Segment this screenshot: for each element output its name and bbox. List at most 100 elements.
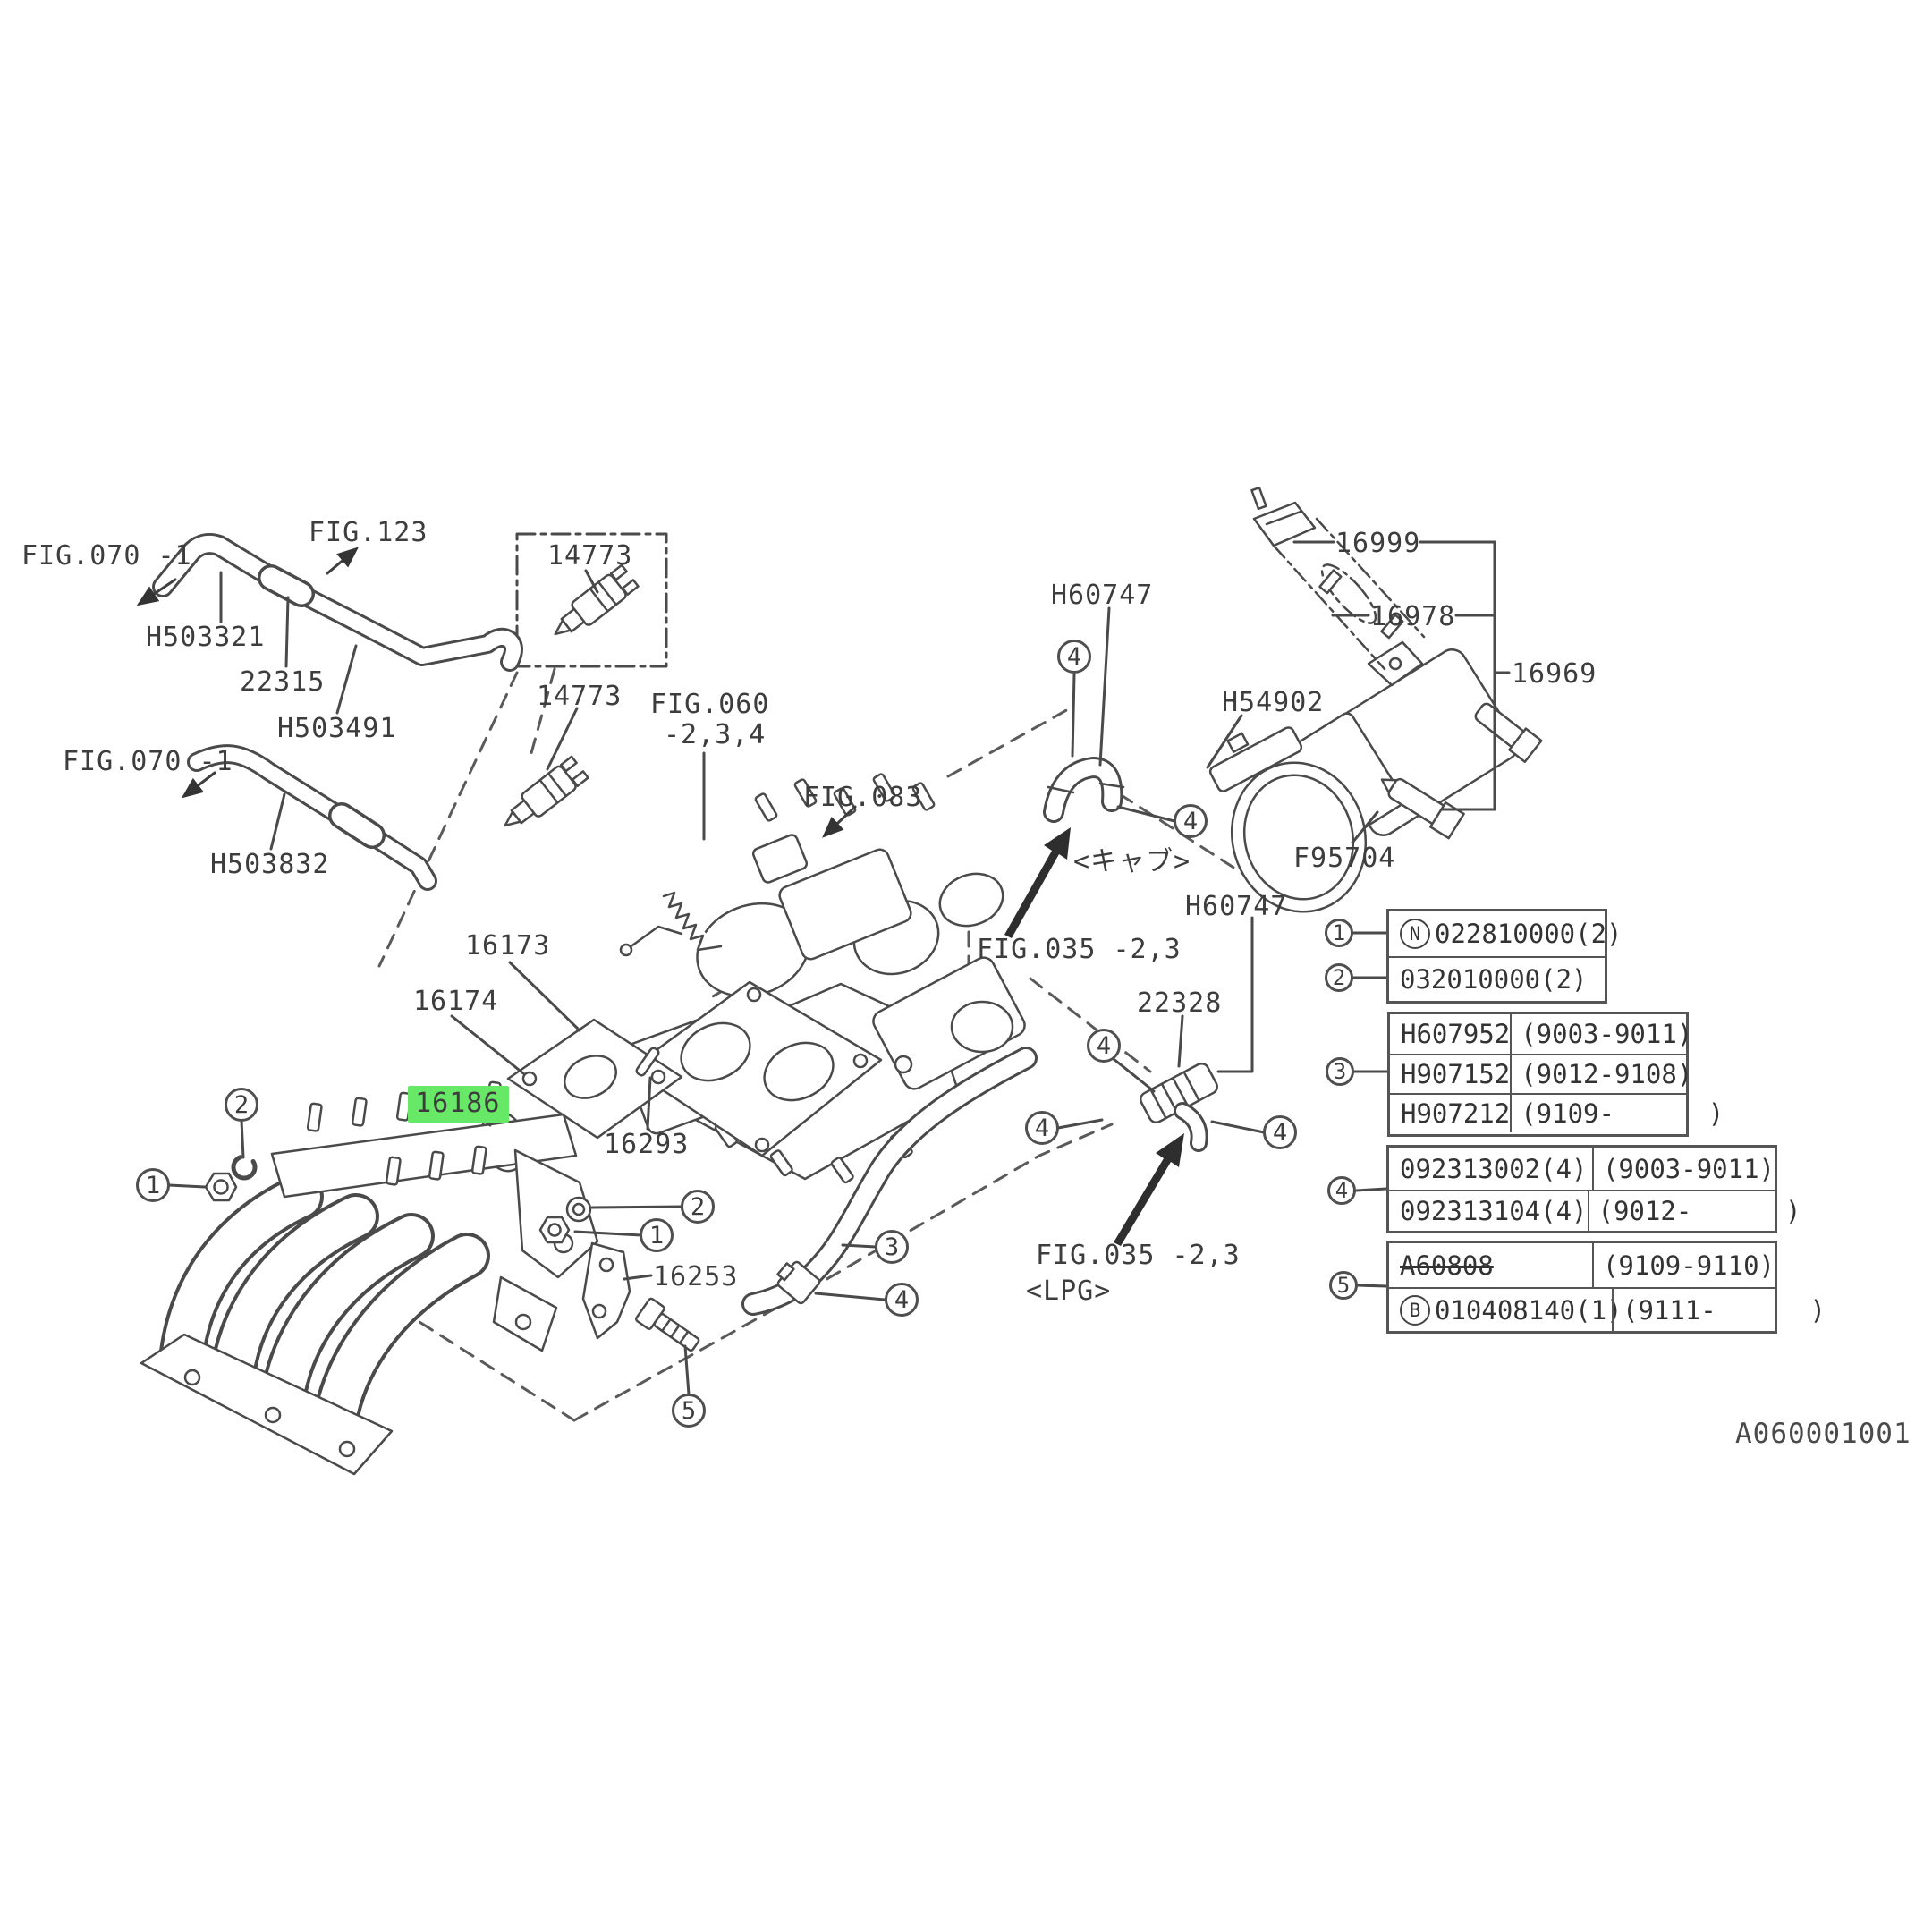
table-row: H607952 (9003-9011)	[1390, 1014, 1692, 1054]
hose-clamp-4	[776, 1260, 821, 1305]
table-row: N 022810000(2)	[1389, 911, 1623, 956]
connector-22328	[1140, 1062, 1218, 1152]
date-range: (9109- )	[1510, 1095, 1724, 1132]
fig083-label: FIG.083	[803, 782, 923, 813]
part-h503491-label: H503491	[277, 713, 397, 744]
washer-left	[231, 1154, 258, 1181]
carb-note-label: <キャブ>	[1073, 846, 1191, 877]
part-16173-label: 16173	[465, 930, 551, 962]
nut-left	[204, 1172, 238, 1202]
pipe-h503491	[258, 564, 523, 672]
parts-table-4: 092313002(4) (9003-9011) 092313104(4) (9…	[1386, 1145, 1801, 1233]
table-callout-2: 2	[1325, 963, 1353, 992]
date-range: (9012-9108)	[1510, 1055, 1692, 1093]
pin-16293	[635, 1046, 660, 1077]
bracket-16253	[581, 1241, 631, 1340]
table-row: 032010000(2)	[1389, 956, 1605, 1001]
date-range: (9109-9110)	[1591, 1243, 1775, 1287]
washer-mid	[565, 1196, 592, 1223]
part-16293-label: 16293	[604, 1129, 690, 1160]
date-range: (9012- )	[1587, 1191, 1801, 1231]
callout-2-washer-left: 2	[225, 1088, 258, 1122]
table-callout-3: 3	[1326, 1057, 1354, 1086]
table-row: 092313104(4) (9012- )	[1389, 1190, 1801, 1231]
bolt-5	[635, 1297, 700, 1352]
fig123-label: FIG.123	[309, 517, 428, 548]
table-row: H907152 (9012-9108)	[1390, 1054, 1692, 1093]
parts-table-1-2: N 022810000(2) 032010000(2)	[1386, 909, 1623, 1004]
part-h60747-label-lpg: H60747	[1185, 891, 1288, 922]
part-16186-label-highlighted[interactable]: 16186	[374, 1061, 510, 1123]
gasket-16173	[629, 980, 883, 1157]
figure-reference-arrows	[136, 547, 857, 838]
part-h503321-label: H503321	[146, 622, 266, 653]
callout-5-bolt: 5	[672, 1394, 706, 1428]
fig070-1-label-bottom: FIG.070 -1	[63, 746, 233, 777]
part-16174-label: 16174	[413, 986, 499, 1017]
fig070-1-label-top: FIG.070 -1	[21, 540, 192, 572]
hose-3	[741, 1046, 1038, 1316]
fig035-label-lpg: FIG.035 -2,3	[1036, 1240, 1241, 1271]
part-number: H907152	[1401, 1059, 1511, 1089]
part-number: 092313002(4)	[1400, 1153, 1588, 1184]
part-22315-label: 22315	[240, 666, 326, 698]
callout-4-elbow-right: 4	[1174, 804, 1208, 838]
table-row: A60808 (9109-9110)	[1389, 1243, 1775, 1287]
injector-14773-boxed	[554, 564, 640, 636]
part-f95704-label: F95704	[1293, 843, 1396, 874]
callout-4-connector-left: 4	[1087, 1029, 1121, 1063]
part-16253-label: 16253	[653, 1261, 739, 1292]
callout-4-hose-clamp: 4	[885, 1283, 919, 1317]
part-number: 010408140(1)	[1435, 1294, 1623, 1326]
leader-lines	[167, 540, 1511, 1396]
lpg-note-label: <LPG>	[1026, 1275, 1112, 1307]
callout-4-elbow-top: 4	[1057, 640, 1091, 674]
callout-4-connector-right: 4	[1263, 1115, 1297, 1149]
part-22328-label: 22328	[1137, 987, 1223, 1019]
table-callout-1: 1	[1325, 919, 1353, 947]
part-16186-highlight[interactable]: 16186	[408, 1085, 510, 1123]
fig060-sub-label: -2,3,4	[664, 719, 767, 750]
part-h54902-label: H54902	[1222, 687, 1325, 718]
pipe-h503832	[187, 744, 437, 891]
date-range: (9003-9011)	[1591, 1148, 1775, 1190]
table-callout-4: 4	[1327, 1176, 1356, 1205]
part-number: 022810000(2)	[1435, 919, 1623, 949]
part-14773-label-boxed: 14773	[547, 540, 633, 572]
fig060-label: FIG.060	[650, 689, 770, 720]
elbow-hose-h60747-carb	[1043, 757, 1125, 823]
superseded-part-number: A60808	[1400, 1250, 1494, 1281]
fig035-label-carb: FIG.035 -2,3	[977, 934, 1182, 965]
parts-table-5: A60808 (9109-9110) B 010408140(1) (9111-…	[1386, 1241, 1826, 1334]
part-number: 092313104(4)	[1400, 1196, 1588, 1226]
part-number: H607952	[1401, 1019, 1511, 1049]
callout-3-hose: 3	[875, 1230, 909, 1264]
hose-h503321	[152, 533, 277, 597]
part-16969-label: 16969	[1512, 658, 1597, 690]
callout-1-nut-mid: 1	[640, 1218, 674, 1252]
date-range: (9111- )	[1612, 1289, 1826, 1331]
fat-arrows	[1004, 827, 1184, 1246]
circled-n-icon: N	[1400, 919, 1430, 949]
circled-b-icon: B	[1400, 1294, 1430, 1326]
part-14773-label: 14773	[537, 681, 623, 712]
part-number: 032010000(2)	[1400, 964, 1588, 995]
part-number: H907212	[1401, 1098, 1511, 1129]
document-code: A060001001	[1735, 1418, 1911, 1450]
clamp-h54902	[1208, 726, 1303, 792]
throttle-body-drawing	[1208, 486, 1543, 913]
table-row: 092313002(4) (9003-9011)	[1389, 1148, 1775, 1190]
callout-4-lpg-left: 4	[1025, 1111, 1059, 1145]
table-callout-5: 5	[1329, 1271, 1358, 1300]
intake-manifold-drawing	[140, 1080, 599, 1476]
date-range: (9003-9011)	[1510, 1014, 1692, 1054]
insulator-16174	[506, 1018, 683, 1140]
part-box-14773	[515, 532, 668, 668]
table-row: H907212 (9109- )	[1390, 1093, 1724, 1132]
nut-mid	[538, 1216, 571, 1244]
callout-2-washer-mid: 2	[681, 1190, 715, 1224]
air-duct-16978	[1272, 517, 1426, 671]
injector-14773	[504, 755, 589, 827]
